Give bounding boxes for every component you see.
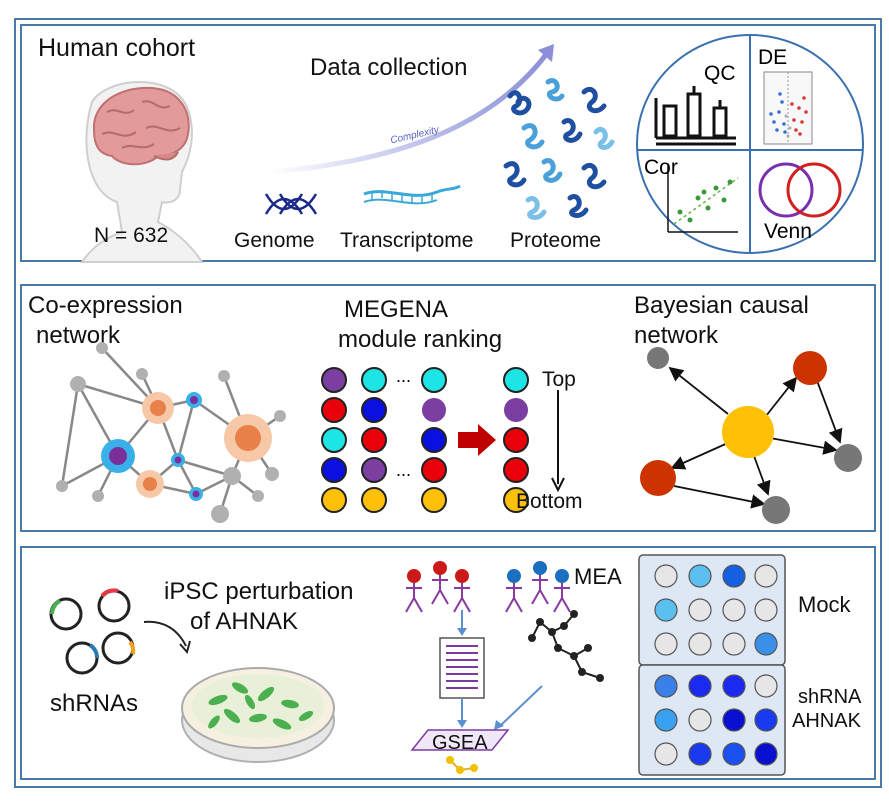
gsea-workflow-icon xyxy=(410,610,604,774)
analysis-circle: QC DE Cor Venn xyxy=(636,34,864,254)
dna-icon xyxy=(264,193,318,215)
mrna-icon xyxy=(363,184,461,205)
ellipsis-top: ... xyxy=(396,366,411,386)
outer-frame xyxy=(14,18,882,788)
petri-dish-icon xyxy=(181,667,335,763)
bayesian-network xyxy=(640,347,862,524)
rank-arrow xyxy=(458,424,496,456)
head-brain-illustration xyxy=(80,81,204,263)
megena-title: MEGENA xyxy=(344,296,449,323)
mea-label: MEA xyxy=(574,564,622,589)
qc-boxplot-icon xyxy=(654,86,736,146)
gsea-plane xyxy=(410,729,510,751)
venn-label: Venn xyxy=(764,220,812,243)
venn-icon xyxy=(758,162,842,218)
shrna-ahnak-label-1: shRNA xyxy=(798,686,862,708)
bayesian-subtitle: network xyxy=(634,322,719,349)
cor-label: Cor xyxy=(644,156,678,179)
qc-label: QC xyxy=(704,62,736,85)
data-collection-title: Data collection xyxy=(310,54,468,81)
shrna-ahnak-label-2: AHNAK xyxy=(792,710,861,732)
mea-mock-plate xyxy=(638,554,786,666)
mea-shrna-plate xyxy=(638,664,786,776)
megena-module-ranking: ... ... xyxy=(321,366,565,513)
panel-data-collection: Human cohort N = 632 Data collection Com… xyxy=(20,24,876,263)
megena-subtitle: module ranking xyxy=(338,326,503,353)
panel-perturbation: shRNAs iPSC perturbation of AHNAK xyxy=(20,546,876,780)
mock-label: Mock xyxy=(798,592,851,617)
coexpression-network xyxy=(56,342,286,523)
panel-networks: Co-expression network MEGENA module rank… xyxy=(20,284,876,532)
gsea-label: GSEA xyxy=(432,732,488,754)
de-label: DE xyxy=(758,46,787,69)
de-volcano-icon xyxy=(763,71,813,145)
sample-groups-icon xyxy=(405,561,571,613)
cohort-title: Human cohort xyxy=(38,34,196,62)
shrna-plasmids-icon xyxy=(49,588,191,675)
omics-transcriptome: Transcriptome xyxy=(340,229,474,252)
omics-genome: Genome xyxy=(234,229,315,252)
shrnas-label: shRNAs xyxy=(50,690,139,717)
rank-bottom-label: Bottom xyxy=(516,490,583,513)
cor-scatter-icon xyxy=(667,164,739,233)
complexity-arrow xyxy=(269,44,554,175)
module-network-icon xyxy=(528,610,604,682)
ellipsis-bottom: ... xyxy=(396,460,411,480)
protein-icons xyxy=(503,78,615,220)
ipsc-title-2: of AHNAK xyxy=(190,608,299,635)
coexpression-title: Co-expression xyxy=(28,292,183,319)
ipsc-title-1: iPSC perturbation xyxy=(164,578,354,605)
rank-top-label: Top xyxy=(542,368,576,391)
omics-proteome: Proteome xyxy=(510,229,602,252)
cohort-size: N = 632 xyxy=(94,224,169,247)
cerebellum xyxy=(153,151,179,161)
bayesian-title: Bayesian causal xyxy=(634,292,809,319)
